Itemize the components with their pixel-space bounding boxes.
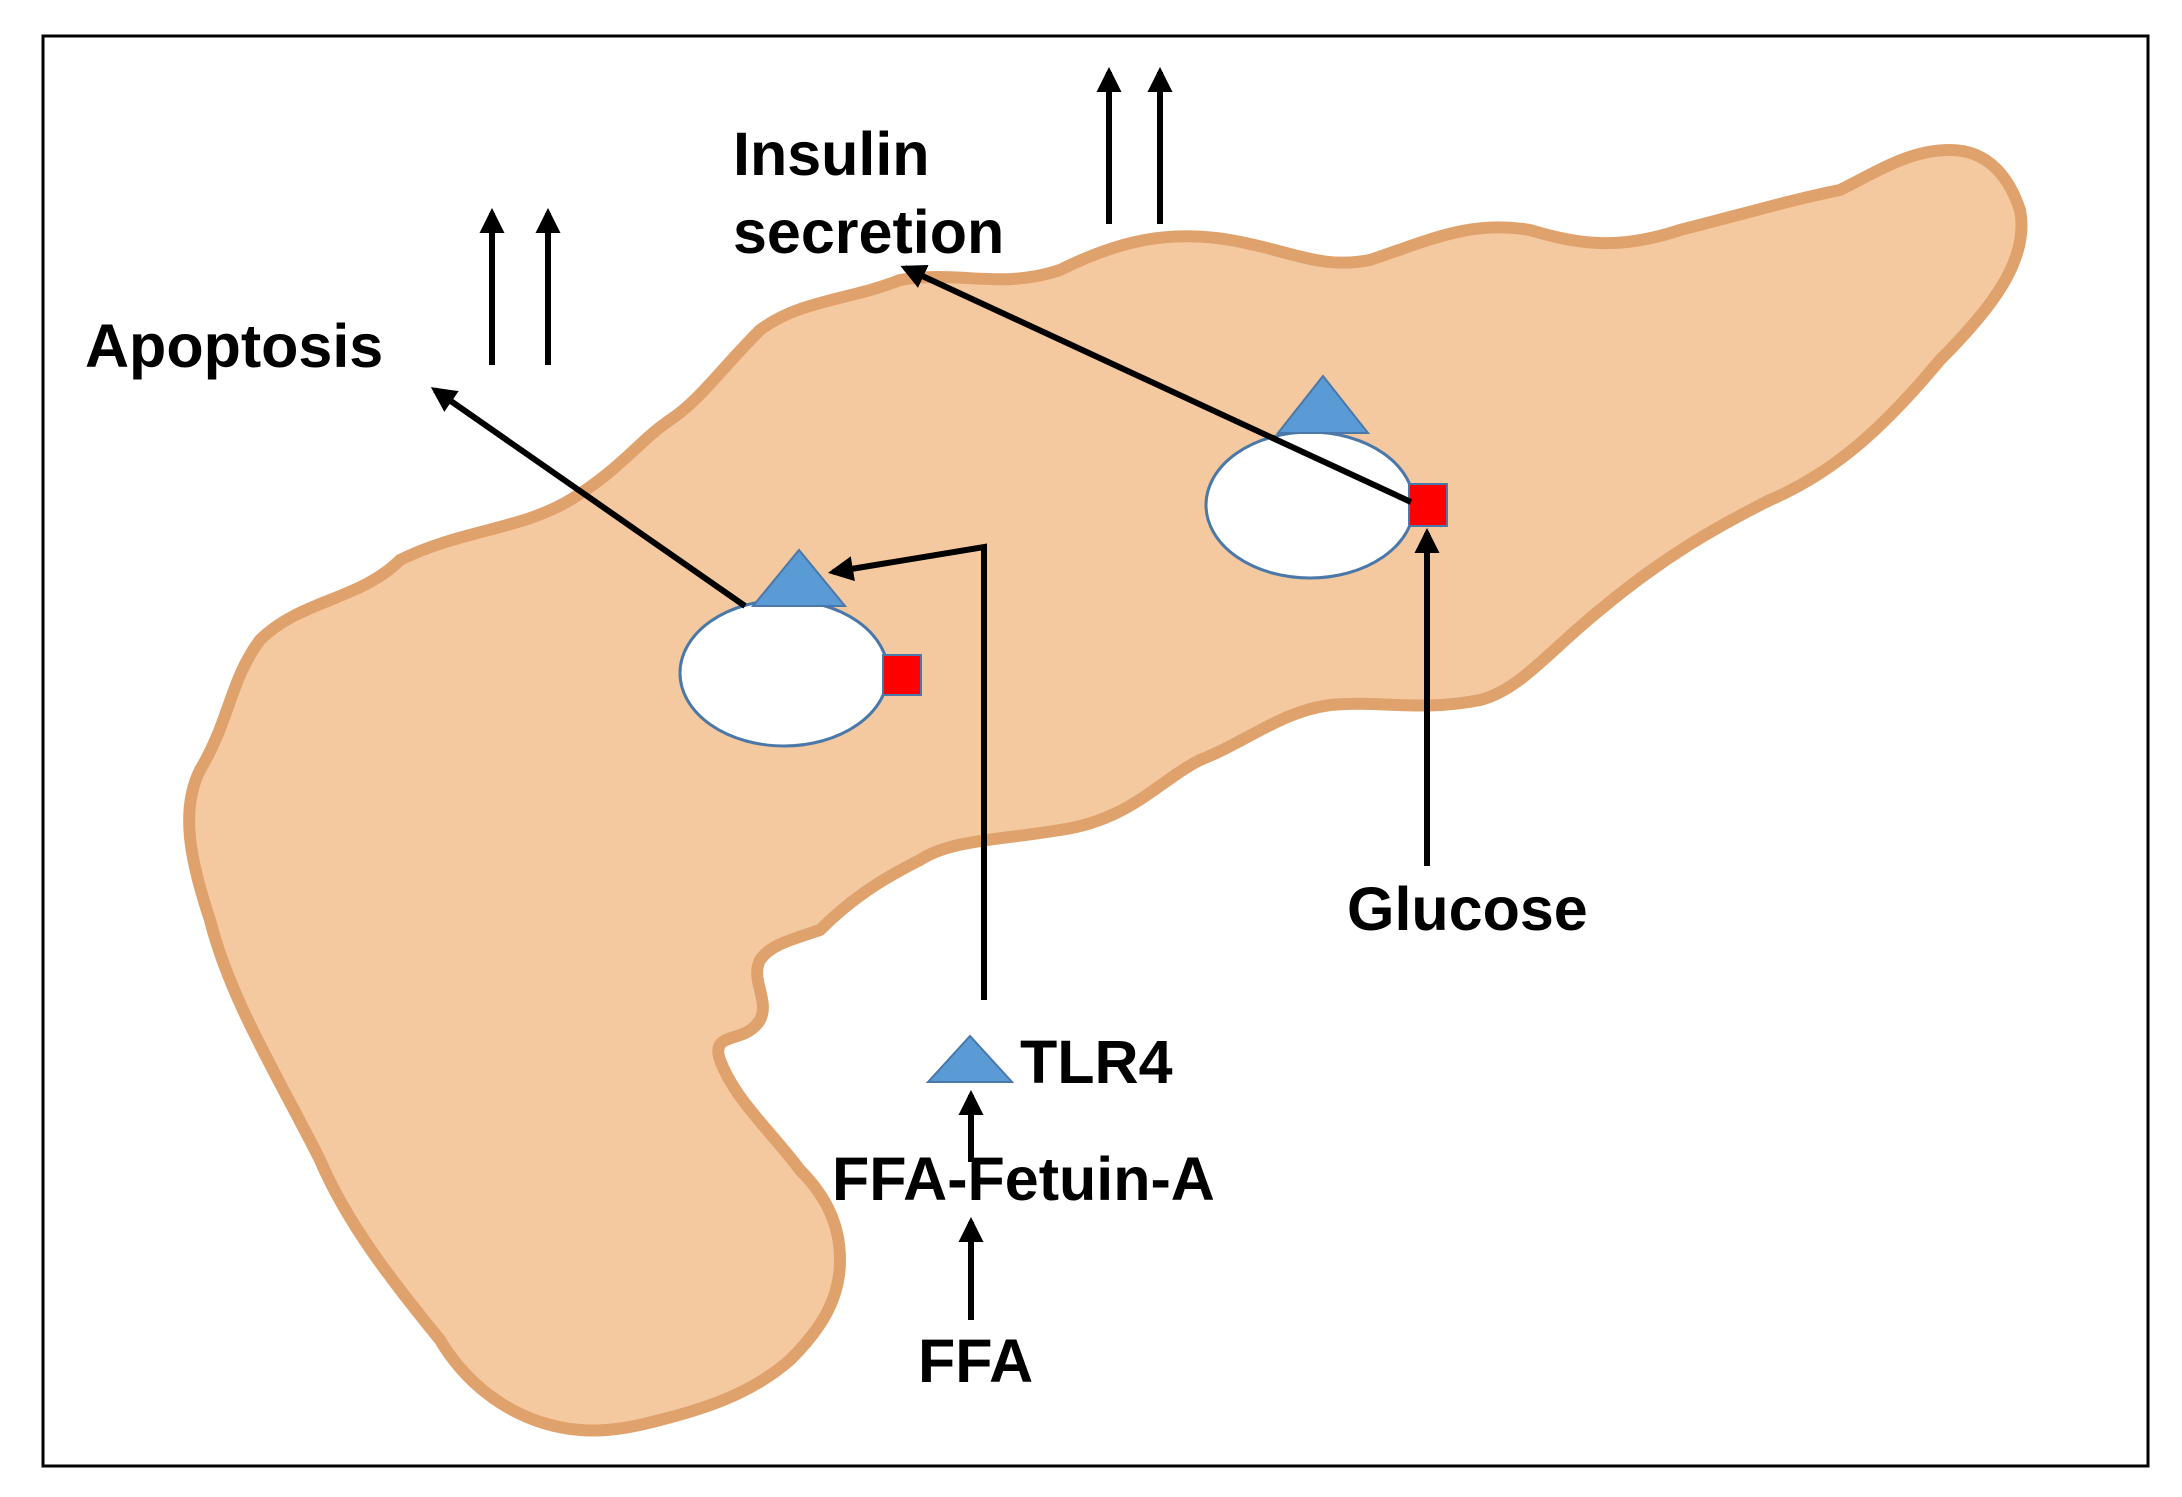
receptor-triangle-icon (750, 548, 848, 607)
label-ffa: FFA (918, 1327, 1033, 1395)
tlr4-triangle-icon (925, 1034, 1015, 1083)
arrow-to-insulin-secretion (900, 265, 1413, 505)
beta-cell-right (1204, 374, 1448, 580)
label-secretion: secretion (733, 198, 1004, 266)
receptor-triangle-icon (1275, 374, 1371, 434)
label-apoptosis: Apoptosis (85, 312, 383, 380)
glucose-receptor-square-icon (882, 654, 922, 696)
label-insulin: Insulin (733, 120, 930, 188)
figure-frame (41, 34, 2150, 1468)
label-glucose: Glucose (1347, 875, 1588, 943)
label-ffa-fetuin-a: FFA-Fetuin-A (832, 1145, 1215, 1213)
arrow-tlr4-to-cell (828, 543, 987, 1000)
glucose-receptor-square-icon (1408, 483, 1448, 527)
label-tlr4: TLR4 (1020, 1028, 1173, 1096)
beta-cell-left (678, 548, 922, 748)
arrow-to-apoptosis (430, 387, 747, 609)
cell-body (678, 598, 890, 748)
pancreas-shape (183, 144, 2028, 1437)
